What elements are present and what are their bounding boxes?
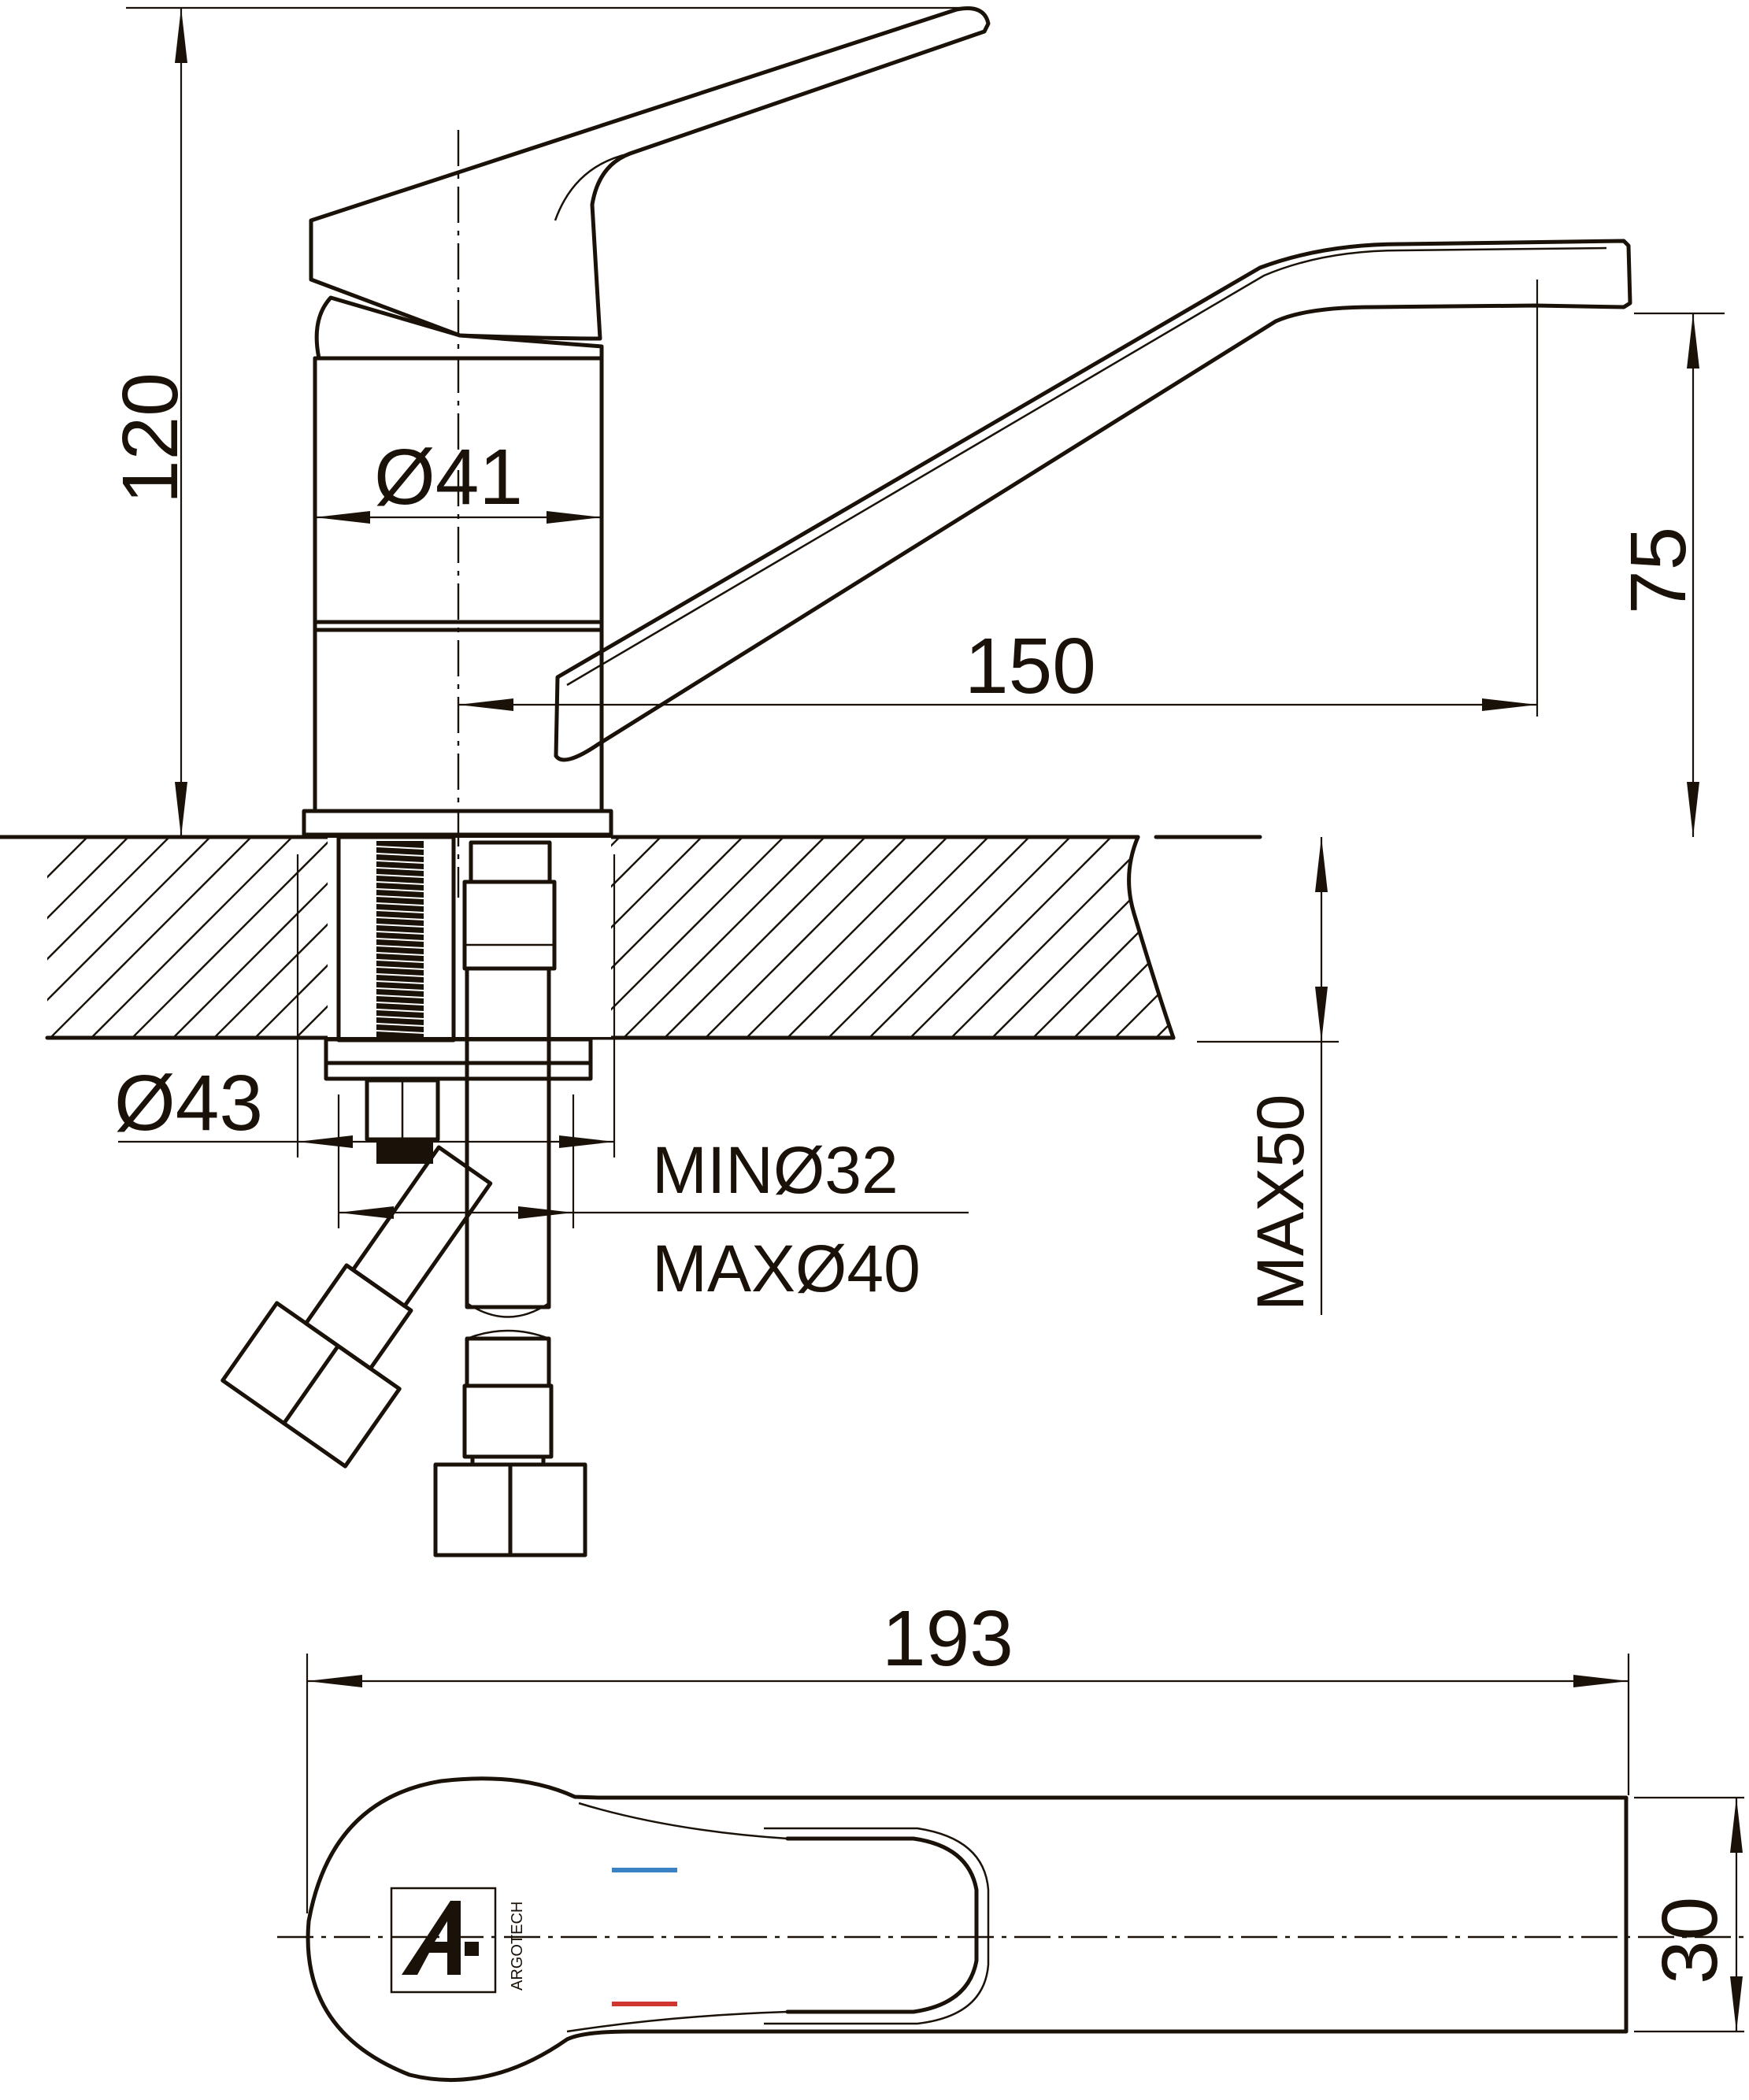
countertop (0, 835, 1439, 1043)
thread-line (376, 945, 424, 949)
spout (554, 239, 1632, 762)
thread-line (376, 1030, 424, 1034)
thread-line (376, 952, 424, 956)
hatch-line (582, 837, 784, 1038)
hatch-line (1114, 837, 1173, 1038)
dim-mount-diameter: Ø43 (114, 854, 616, 1157)
hatch-line (47, 837, 211, 1038)
hatch-line (47, 837, 129, 1038)
thread-line (376, 931, 424, 935)
hatch-line (1197, 837, 1398, 1038)
dim-label-max50: MAX50 (1243, 1094, 1317, 1311)
dim-label-43: Ø43 (114, 1059, 263, 1147)
dim-body-diameter: Ø41 (315, 433, 602, 524)
dim-label-120: 120 (106, 372, 195, 504)
thread-line (376, 902, 424, 906)
dim-counter-thickness: MAX50 (1243, 837, 1328, 1315)
dim-spout-width: 30 (1634, 1796, 1744, 2033)
hatch-line (950, 837, 1153, 1038)
hatch-line (705, 837, 907, 1038)
hatch-line (0, 837, 6, 1038)
dim-label-max40: MAXØ40 (652, 1231, 921, 1306)
hatch-line (0, 837, 46, 1038)
hatch-line (623, 837, 825, 1038)
hatch-line (910, 837, 1112, 1038)
thread-line (376, 994, 424, 998)
spout-recess (785, 1836, 979, 2014)
mounting-shank (324, 835, 593, 1164)
thread-line (376, 853, 424, 857)
hatch-line (869, 837, 1071, 1038)
hatch-line (132, 837, 334, 1038)
logo-brand-text: ARGOTECH (509, 1902, 526, 1991)
hatch-line (91, 837, 293, 1038)
thread-line (376, 959, 424, 963)
top-view: ARGOTECH 193 30 (277, 1594, 1744, 2083)
thread-line (376, 924, 424, 928)
thread-line (376, 867, 424, 871)
hatch-line (787, 837, 989, 1038)
thread-line (376, 987, 424, 991)
lever-handle (309, 6, 991, 341)
hatch-line (50, 837, 252, 1038)
dim-label-30: 30 (1646, 1897, 1734, 1984)
side-view: 120 Ø41 150 75 (0, 6, 1725, 1557)
thread-line (376, 874, 424, 878)
hatch-line (1238, 837, 1439, 1038)
dim-label-min32: MINØ32 (652, 1133, 899, 1207)
countertop-hatching (0, 837, 1439, 1038)
hatch-line (47, 837, 170, 1038)
dim-label-41: Ø41 (374, 433, 523, 521)
argotech-logo: ARGOTECH (390, 1887, 526, 1994)
thread-line (376, 895, 424, 899)
thread-line (376, 973, 424, 977)
thread-line (376, 1016, 424, 1020)
hatch-line (664, 837, 866, 1038)
thread-line (376, 917, 424, 920)
thread-line (376, 938, 424, 942)
thread-line (376, 909, 424, 913)
straight-hose (433, 840, 587, 1557)
thread-line (376, 1023, 424, 1027)
dim-label-193: 193 (882, 1594, 1013, 1683)
dim-spout-height: 75 (1614, 312, 1725, 837)
thread-line (376, 980, 424, 984)
thread-line (376, 1009, 424, 1013)
top-view-outline (306, 1776, 1629, 2083)
hatch-line (1073, 837, 1173, 1038)
dim-total-length: 193 (306, 1594, 1630, 1913)
hatch-line (47, 837, 88, 1038)
dim-label-150: 150 (965, 622, 1096, 710)
thread-line (376, 966, 424, 970)
thread-line (376, 860, 424, 864)
dim-spout-reach: 150 (458, 280, 1539, 717)
thread-line (376, 846, 424, 850)
thread-line (376, 888, 424, 892)
thread-line (376, 881, 424, 885)
hatch-line (828, 837, 1030, 1038)
dim-height-total: 120 (106, 6, 969, 837)
dim-label-75: 75 (1614, 527, 1703, 614)
hatch-line (1155, 837, 1173, 1038)
dim-hole-range: MINØ32 MAXØ40 (337, 1094, 969, 1306)
hatch-line (1032, 837, 1173, 1038)
angled-hose (220, 1145, 493, 1469)
thread-line (376, 1002, 424, 1006)
hatch-line (746, 837, 948, 1038)
